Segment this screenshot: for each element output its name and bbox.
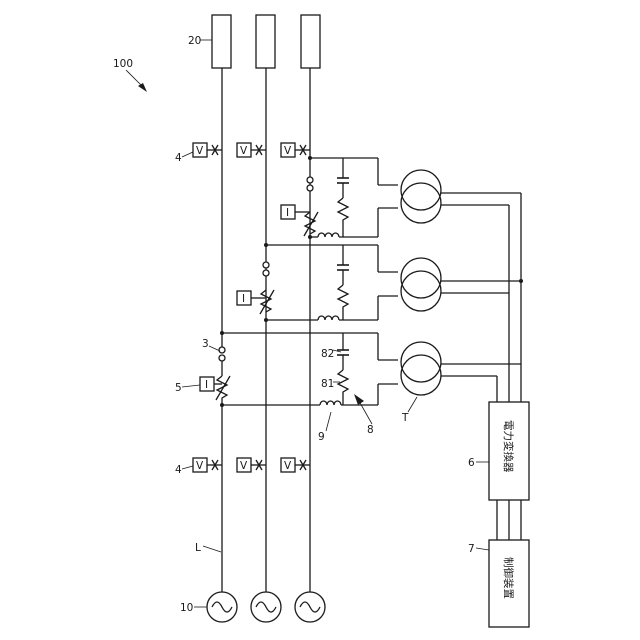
label-impedance-unit: 8 — [367, 424, 374, 436]
voltage-meter-label: V — [240, 145, 248, 157]
label-line: L — [195, 542, 201, 554]
transformer-2 — [401, 258, 441, 311]
voltage-meter-bottom-2: V — [237, 458, 266, 472]
resistor-1 — [338, 370, 348, 405]
voltage-meter-top-2: V — [237, 143, 266, 157]
load-box-3 — [301, 15, 320, 68]
current-meter-label: I — [205, 379, 208, 391]
system-arrowhead — [138, 83, 147, 92]
reference-labels: 100 20 4 4 3 5 L 10 82 81 9 8 T 6 7 — [113, 35, 489, 614]
voltage-meter-top-3: V — [281, 143, 310, 157]
transformer-1 — [401, 342, 441, 395]
impedance-unit-arrowhead — [354, 394, 364, 405]
loads — [212, 15, 320, 68]
ac-source-2 — [251, 592, 281, 622]
ac-source-3 — [295, 592, 325, 622]
breaker-contact-2 — [219, 355, 225, 361]
power-converter: 電力変換器 — [489, 402, 529, 540]
label-converter: 6 — [468, 457, 475, 469]
label-system: 100 — [113, 58, 133, 70]
breaker-contact-1 — [219, 347, 225, 353]
label-control: 7 — [468, 543, 475, 555]
power-lines — [222, 68, 310, 592]
power-converter-text: 電力変換器 — [502, 420, 515, 473]
control-unit: 制御装置 — [489, 540, 529, 627]
transformers — [401, 170, 441, 395]
voltage-meters-top: V V V — [193, 143, 310, 157]
voltage-meters-bottom: V V V — [193, 458, 310, 472]
voltage-meter-label: V — [196, 460, 204, 472]
voltage-meter-bottom-1: V — [193, 458, 222, 472]
load-box-2 — [256, 15, 275, 68]
current-meter-label: I — [242, 293, 245, 305]
label-resistor: 81 — [321, 378, 334, 390]
ac-sources — [207, 592, 325, 622]
coil-1 — [320, 401, 341, 405]
label-transformer: T — [401, 412, 409, 424]
current-meter-label: I — [286, 207, 289, 219]
line-2-section: I — [237, 243, 274, 322]
voltage-meter-top-1: V — [193, 143, 222, 157]
label-source: 10 — [180, 602, 193, 614]
secondary-wiring — [441, 193, 523, 402]
label-load: 20 — [188, 35, 201, 47]
control-unit-text: 制御装置 — [502, 557, 515, 599]
voltage-meter-bottom-3: V — [281, 458, 310, 472]
label-breaker: 3 — [202, 338, 209, 350]
voltage-meter-label: V — [284, 145, 292, 157]
label-voltage-sensor-bottom: 4 — [175, 464, 182, 476]
label-voltage-sensor-top: 4 — [175, 152, 182, 164]
voltage-meter-label: V — [196, 145, 204, 157]
ac-source-1 — [207, 592, 237, 622]
impedance-unit-2 — [266, 245, 398, 320]
impedance-unit-3 — [310, 158, 398, 237]
transformer-3 — [401, 170, 441, 223]
load-box-1 — [212, 15, 231, 68]
voltage-meter-label: V — [240, 460, 248, 472]
label-capacitor: 82 — [321, 348, 334, 360]
line-3-section: I — [281, 156, 318, 239]
voltage-meter-label: V — [284, 460, 292, 472]
label-current-sensor: 5 — [175, 382, 182, 394]
label-coil: 9 — [318, 431, 325, 443]
